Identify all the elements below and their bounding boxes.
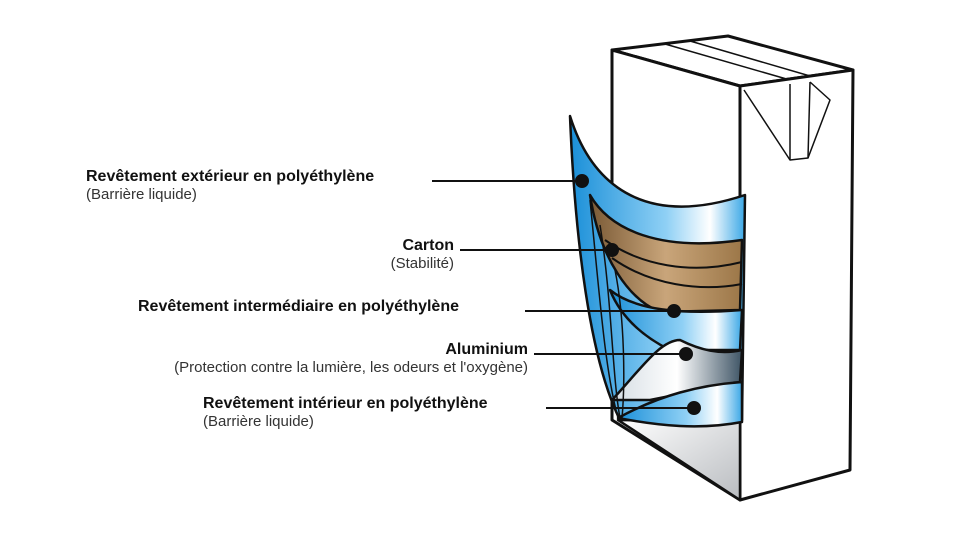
label-inner-title: Revêtement intérieur en polyéthylène [203, 395, 488, 412]
layer-middle-polyethylene [608, 288, 744, 352]
carton-top-seam-2 [689, 40, 811, 77]
layer-edge-2 [599, 224, 621, 419]
layer-edge-3 [614, 269, 625, 419]
label-carton: Carton (Stabilité) [391, 236, 454, 273]
leader-dot-aluminium [679, 347, 693, 361]
label-outer-note: (Barrière liquide) [86, 186, 197, 204]
label-middle-polyethylene: Revêtement intermédiaire en polyéthylène [138, 297, 459, 316]
inner-wall [616, 418, 742, 502]
label-inner-polyethylene: Revêtement intérieur en polyéthylène (Ba… [203, 394, 488, 431]
leader-dot-middle [667, 304, 681, 318]
leaders [432, 174, 701, 415]
leader-dot-outer [575, 174, 589, 188]
cutaway [568, 114, 747, 502]
carton-side-face [738, 68, 855, 502]
leader-dot-inner [687, 401, 701, 415]
layer-edge-1 [589, 199, 619, 419]
label-carton-title: Carton [402, 237, 454, 254]
label-carton-note: (Stabilité) [390, 255, 454, 273]
label-outer-title: Revêtement extérieur en polyéthylène [86, 168, 375, 185]
carton-stripe-2 [611, 257, 743, 289]
label-aluminium: Aluminium (Protection contre la lumière,… [174, 340, 528, 377]
label-inner-note: (Barrière liquide) [203, 413, 314, 431]
layer-inner-polyethylene [616, 380, 744, 428]
carton-fold-line-3 [807, 81, 831, 159]
label-outer-polyethylene: Revêtement extérieur en polyéthylène (Ba… [86, 167, 374, 204]
carton-fold-line [743, 81, 811, 161]
label-aluminium-title: Aluminium [445, 341, 528, 358]
label-middle-title: Revêtement intermédiaire en polyéthylène [138, 298, 459, 315]
label-aluminium-note: (Protection contre la lumière, les odeur… [174, 359, 528, 377]
leader-dot-carton [605, 243, 619, 257]
carton-top-seam [664, 43, 791, 81]
